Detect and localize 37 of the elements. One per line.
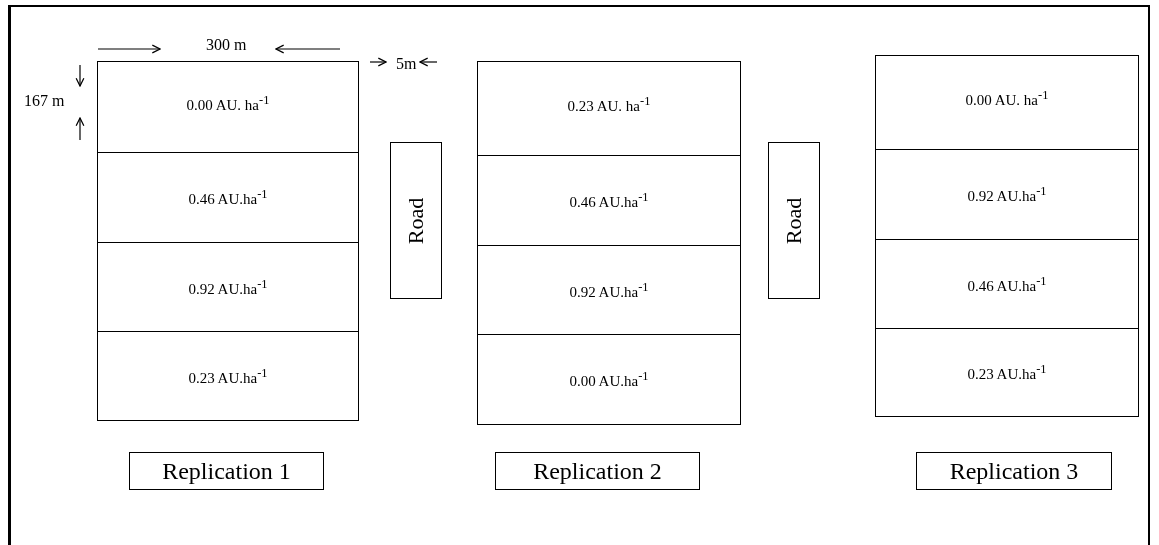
replication-box <box>129 452 324 490</box>
plot-box <box>97 242 359 332</box>
road-box <box>390 142 442 299</box>
dimension-label: 5m <box>396 55 417 73</box>
replication-label: Replication 3 <box>949 457 1079 485</box>
stocking-rate-label: 0.46 AU.ha$^{-1}$ <box>967 273 1047 295</box>
plot-box <box>97 152 359 243</box>
replication-box <box>495 452 700 490</box>
plot-box <box>875 55 1139 150</box>
plot-box <box>97 61 359 153</box>
stocking-rate-label: 0.23 AU.ha$^{-1}$ <box>188 365 268 387</box>
stocking-rate-label: 0.46 AU.ha$^{-1}$ <box>569 190 649 211</box>
plot-box <box>477 61 741 156</box>
plot-box <box>477 155 741 246</box>
road-box <box>768 142 820 299</box>
road-label: Road <box>781 197 807 244</box>
stocking-rate-label: 0.23 AU. ha$^{-1}$ <box>567 94 651 115</box>
plot-box <box>477 334 741 425</box>
plot-box <box>875 328 1139 417</box>
plot-box <box>97 331 359 421</box>
stocking-rate-label: 0.92 AU.ha$^{-1}$ <box>967 184 1047 205</box>
plot-box <box>477 245 741 335</box>
plot-box <box>875 239 1139 329</box>
stocking-rate-label: 0.46 AU.ha$^{-1}$ <box>188 187 268 208</box>
stocking-rate-label: 0.00 AU.ha$^{-1}$ <box>569 369 649 390</box>
stocking-rate-label: 0.00 AU. ha$^{-1}$ <box>965 88 1049 109</box>
stocking-rate-label: 0.92 AU.ha$^{-1}$ <box>188 276 268 298</box>
road-label: Road <box>403 197 429 244</box>
dimension-label: 300 m <box>206 36 247 54</box>
stocking-rate-label: 0.00 AU. ha$^{-1}$ <box>186 92 270 114</box>
replication-label: Replication 1 <box>162 457 291 485</box>
stocking-rate-label: 0.23 AU.ha$^{-1}$ <box>967 362 1047 383</box>
replication-label: Replication 2 <box>533 457 662 485</box>
dimension-label: 167 m <box>24 92 65 110</box>
stocking-rate-label: 0.92 AU.ha$^{-1}$ <box>569 279 649 301</box>
replication-box <box>916 452 1112 490</box>
plot-box <box>875 149 1139 240</box>
